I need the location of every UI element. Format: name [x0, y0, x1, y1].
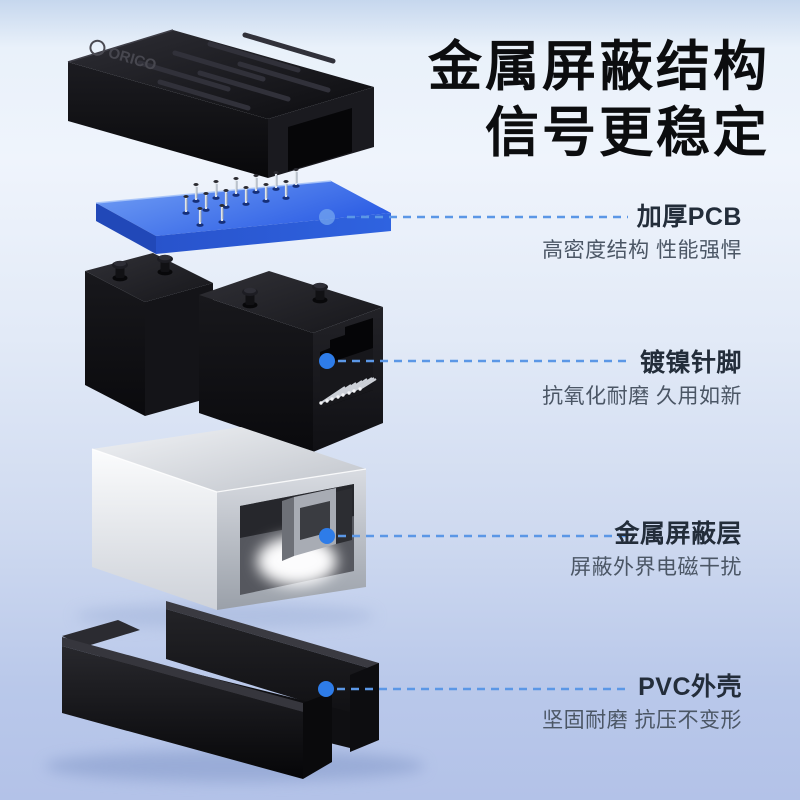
callout-pins: 镀镍针脚 抗氧化耐磨 久用如新	[542, 348, 742, 409]
rj45-socket	[319, 318, 377, 409]
callout-dot-shell	[318, 681, 334, 697]
cover-grooves	[137, 32, 336, 111]
callout-subtitle: 高密度结构 性能强悍	[542, 239, 742, 262]
callout-dot-shield	[319, 528, 335, 544]
callout-subtitle: 抗氧化耐磨 久用如新	[542, 385, 742, 408]
callout-connectors	[318, 209, 628, 697]
shield-socket	[240, 484, 354, 595]
callout-shell: PVC外壳 坚固耐磨 抗压不变形	[542, 672, 742, 733]
callout-dot-pcb	[319, 209, 335, 225]
page-title-line1: 金属屏蔽结构	[428, 37, 770, 97]
top-cover-art: ORICO	[67, 29, 374, 178]
socket-pin-tips	[319, 387, 362, 405]
page-title: 金属屏蔽结构 信号更稳定	[428, 34, 770, 166]
callout-subtitle: 屏蔽外界电磁干扰	[570, 556, 742, 579]
callout-title: 金属屏蔽层	[614, 520, 742, 548]
metal-shield-art	[91, 427, 367, 610]
callout-shield: 金属屏蔽层 屏蔽外界电磁干扰	[570, 519, 742, 580]
callout-pcb: 加厚PCB 高密度结构 性能强悍	[542, 202, 742, 263]
brand-logo-icon	[89, 39, 106, 56]
metal-shadow	[75, 603, 375, 629]
coupler-right-art	[199, 271, 383, 452]
pcb-art	[95, 166, 391, 254]
callout-subtitle: 坚固耐磨 抗压不变形	[542, 709, 742, 732]
callout-title: 镀镍针脚	[639, 349, 742, 377]
page-title-line2: 信号更稳定	[485, 103, 770, 163]
socket-pins	[320, 377, 377, 404]
callout-title: PVC外壳	[638, 673, 742, 701]
pvc-shell-art	[62, 601, 379, 779]
callout-dot-pins	[319, 353, 335, 369]
callout-title: 加厚PCB	[636, 203, 742, 231]
coupler-left-art	[85, 253, 213, 416]
